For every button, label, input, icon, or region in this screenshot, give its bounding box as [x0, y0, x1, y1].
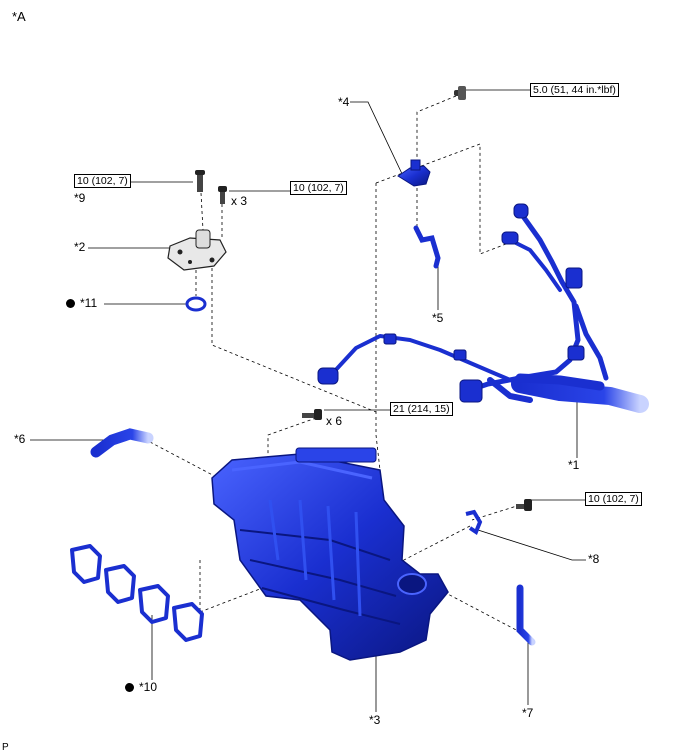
bolt-icon — [516, 499, 532, 511]
torque-spec-sensor-bolt: 5.0 (51, 44 in.*lbf) — [530, 83, 619, 97]
figure-code: P — [2, 742, 9, 753]
torque-spec-bracket-bolt: 10 (102, 7) — [290, 181, 347, 195]
torque-spec-bracket-stud: 10 (102, 7) — [74, 174, 131, 188]
sensor-part — [397, 159, 431, 187]
callout-4: *4 — [338, 95, 350, 109]
water-hose-part — [516, 584, 536, 646]
pcv-hose-part — [90, 428, 154, 458]
torque-spec-manifold-bolt: 21 (214, 15) — [390, 402, 453, 416]
bolt-icon — [302, 409, 322, 420]
new-part-bullet-icon — [125, 683, 134, 692]
callout-1: *1 — [568, 458, 580, 472]
callout-7: *7 — [522, 706, 534, 720]
leader-lines — [30, 89, 586, 712]
callout-3: *3 — [369, 713, 381, 727]
gasket-part — [70, 544, 204, 642]
bolt-quantity-3: x 3 — [231, 194, 248, 208]
callout-5: *5 — [432, 311, 444, 325]
callout-2: *2 — [74, 240, 86, 254]
new-part-bullet-icon — [66, 299, 75, 308]
intake-manifold-part — [211, 447, 449, 661]
torque-spec-clamp-bolt: 10 (102, 7) — [585, 492, 642, 506]
callout-8: *8 — [588, 552, 600, 566]
callout-6: *6 — [14, 432, 26, 446]
vacuum-hose-part — [413, 225, 441, 269]
bolt-quantity-6: x 6 — [326, 414, 343, 428]
wire-harness-part — [317, 203, 649, 413]
o-ring-part — [185, 296, 207, 312]
callout-11: *11 — [66, 296, 97, 310]
view-label: *A — [12, 9, 26, 24]
callout-10: *10 — [125, 680, 157, 694]
bolt-icon — [195, 170, 205, 192]
bolt-icon — [454, 86, 466, 100]
bolt-icon — [218, 186, 227, 204]
throttle-bracket-part — [167, 229, 227, 271]
callout-9: *9 — [74, 191, 86, 205]
clamp-part — [465, 509, 483, 536]
